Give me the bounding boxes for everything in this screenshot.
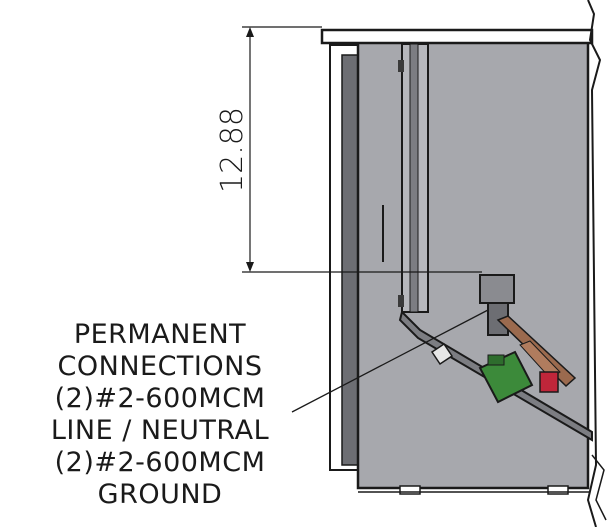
arrow-down-icon: [246, 262, 254, 272]
red-lug: [539, 371, 559, 393]
dimension-value: 12.88: [215, 107, 250, 193]
green-lug-block: [478, 350, 534, 404]
enclosure-top-cap: [320, 28, 594, 45]
callout-line: GROUND: [98, 479, 223, 510]
callout-line: (2)#2-600MCM: [55, 447, 266, 478]
callout-leader-line: [291, 309, 489, 413]
copper-busbar: [496, 315, 577, 388]
rear-door-panel: [329, 44, 359, 471]
white-fitting: [430, 342, 454, 366]
callout-text-block: PERMANENT CONNECTIONS (2)#2-600MCM LINE …: [51, 319, 269, 510]
callout-line: CONNECTIONS: [58, 351, 263, 382]
callout-line: (2)#2-600MCM: [55, 383, 266, 414]
dimension-12-88: 12.88: [215, 26, 482, 273]
callout-line: LINE / NEUTRAL: [51, 415, 269, 446]
callout-line: PERMANENT: [74, 319, 246, 350]
right-hinge-rail: [586, 0, 607, 527]
enclosure-body: [356, 38, 590, 490]
vertical-channel: [398, 43, 429, 313]
enclosure-feet: [358, 485, 590, 495]
arrow-up-icon: [246, 27, 254, 37]
